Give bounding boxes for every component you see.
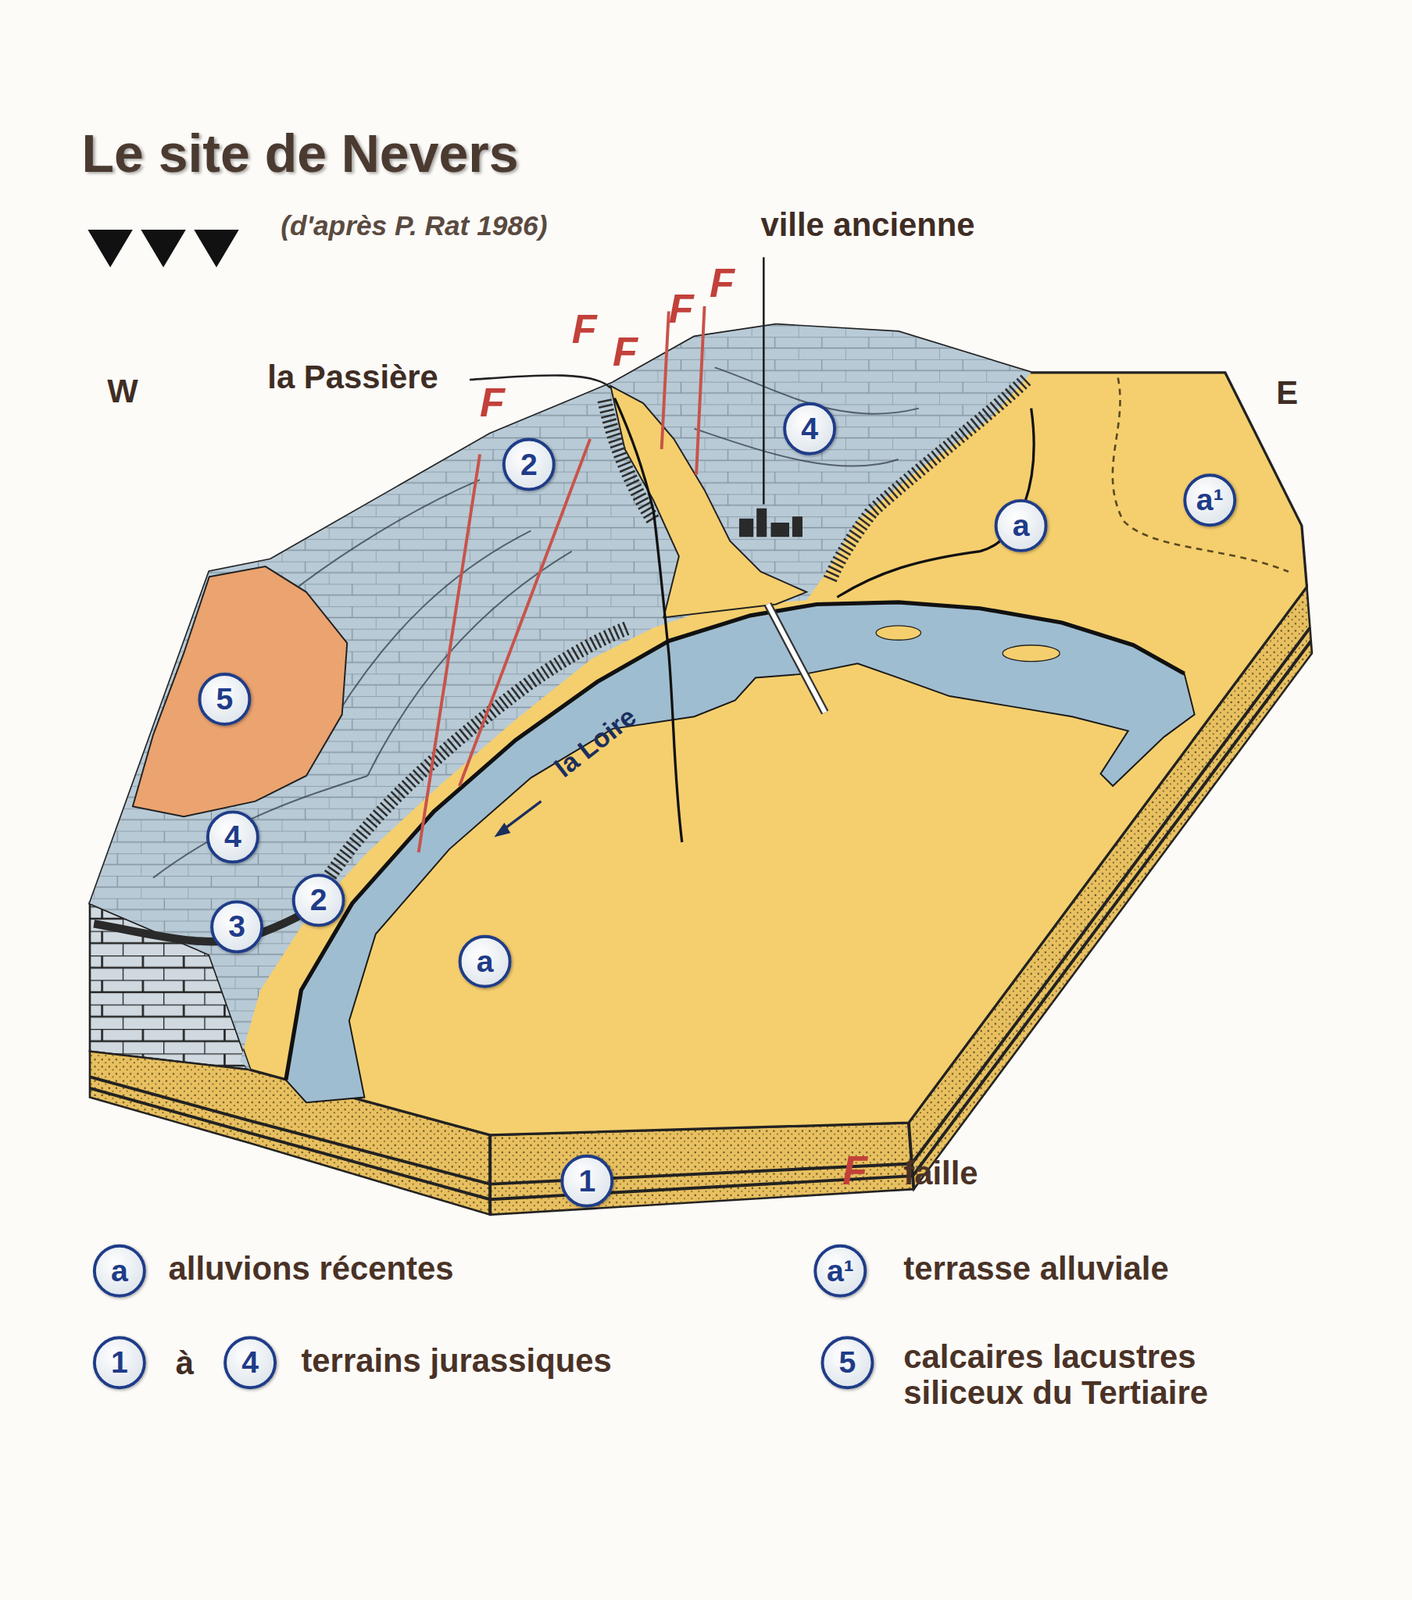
- callout-number: 1: [110, 1347, 129, 1379]
- fault-line: [661, 311, 669, 450]
- front-face: [489, 1122, 914, 1216]
- building: [756, 508, 767, 538]
- bridge: [768, 604, 826, 712]
- compass-point: W: [107, 373, 138, 410]
- triangle: [87, 229, 133, 268]
- fault-line: [696, 306, 705, 476]
- place-name: ville ancienne: [760, 207, 975, 244]
- bedding-pattern: [89, 324, 1032, 1070]
- compass-point: E: [1276, 375, 1298, 412]
- callout-number: a: [110, 1255, 129, 1287]
- dots: [489, 1122, 914, 1216]
- callout-number: 4: [224, 822, 242, 853]
- tertiary-limestone: [132, 566, 347, 817]
- callout-circle: 4: [206, 810, 260, 864]
- callout-circle: a¹: [813, 1244, 867, 1298]
- callout-circle: a: [994, 499, 1048, 553]
- callout-number: 1: [578, 1165, 596, 1197]
- fault-label: F: [571, 306, 597, 351]
- callout-circle: 5: [197, 672, 251, 726]
- faults: [418, 306, 705, 853]
- callout-number: 5: [839, 1347, 857, 1379]
- river: [285, 602, 1195, 1103]
- legend-connector: à: [175, 1345, 194, 1382]
- stream: [614, 398, 683, 843]
- callout-number: a¹: [1196, 485, 1224, 516]
- callout-circle: 3: [210, 900, 264, 954]
- island: [1002, 645, 1060, 662]
- legend-text: faille: [903, 1155, 978, 1192]
- legend-text: calcaires lacustres siliceux du Tertiair…: [903, 1339, 1323, 1412]
- triangle: [193, 229, 239, 268]
- fault-label: F: [668, 285, 694, 331]
- callout-number: a: [1012, 510, 1030, 541]
- legend-text: terrains jurassiques: [300, 1343, 612, 1380]
- escarpment: [321, 379, 1027, 889]
- fault-line: [418, 453, 480, 853]
- callout-number: 4: [800, 413, 819, 444]
- diagram-title: Le site de Nevers: [82, 124, 519, 183]
- fault-label: F: [612, 328, 638, 374]
- callout-number: 2: [310, 885, 328, 916]
- fault-line: [459, 439, 590, 787]
- terrace-boundary: [1112, 377, 1289, 572]
- legend-fault-symbol: F: [842, 1147, 868, 1193]
- place-name: la Passière: [267, 359, 439, 396]
- edge: [488, 1135, 492, 1216]
- building: [792, 516, 803, 537]
- callout-number: 3: [228, 911, 246, 943]
- island: [875, 625, 921, 640]
- callout-circle: a: [458, 935, 512, 989]
- callout-circle: 1: [560, 1154, 614, 1209]
- fault-label: F: [479, 379, 505, 425]
- callout-circle: a¹: [1183, 473, 1237, 527]
- jurassic-terrain: [89, 324, 1032, 1070]
- town: [739, 508, 803, 538]
- callout-circle: 2: [292, 873, 346, 927]
- building: [770, 522, 790, 537]
- callout-circle: a: [92, 1244, 147, 1298]
- callout-number: 2: [520, 449, 538, 480]
- callout-number: a¹: [826, 1255, 855, 1287]
- callout-number: 5: [216, 683, 234, 715]
- callout-number: 4: [241, 1347, 259, 1379]
- callout-circle: 4: [223, 1336, 277, 1390]
- hatch: [604, 400, 654, 521]
- callout-number: a: [476, 946, 494, 977]
- bridge: [768, 604, 826, 712]
- legend-text: alluvions récentes: [168, 1251, 454, 1288]
- arrow-head: [493, 822, 511, 837]
- callout-circle: 4: [782, 402, 837, 456]
- triangle: [140, 229, 186, 268]
- bedding: [336, 530, 531, 715]
- hatch: [829, 379, 1026, 583]
- callout-circle: 2: [502, 438, 556, 492]
- building: [739, 518, 754, 538]
- callout-circle: 1: [92, 1336, 147, 1390]
- leader-line: [762, 257, 765, 505]
- callout-circle: 5: [820, 1336, 874, 1390]
- legend-text: terrasse alluviale: [903, 1251, 1169, 1288]
- fault-label: F: [709, 260, 735, 305]
- stream: [836, 408, 1034, 598]
- source-note: (d'après P. Rat 1986): [280, 210, 547, 242]
- river-name: la Loire: [549, 701, 642, 783]
- title-triangles: [87, 229, 239, 268]
